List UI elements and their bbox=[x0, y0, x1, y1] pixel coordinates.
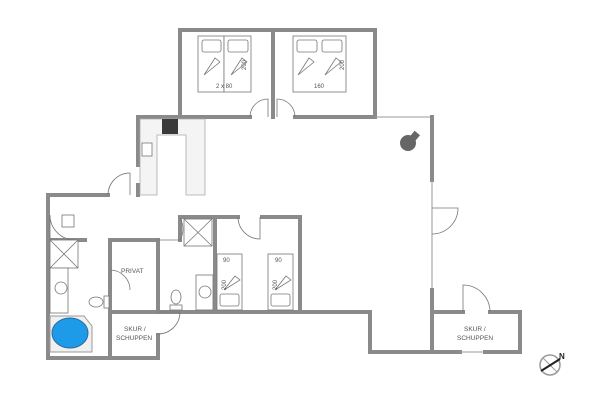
toilet-icon bbox=[170, 289, 182, 305]
room-label-shed: SCHUPPEN bbox=[116, 335, 152, 342]
bed-length-label: 200 bbox=[242, 59, 248, 70]
bed-length-label: 200 bbox=[222, 279, 228, 290]
bed-double-2x80: 2 x 80 200 bbox=[197, 35, 252, 93]
bed-length-label: 200 bbox=[340, 59, 346, 70]
bed-single: 90 200 bbox=[216, 253, 243, 311]
kitchen-sink-icon bbox=[141, 142, 153, 157]
bed-width-label: 90 bbox=[275, 258, 282, 264]
bed-width-label: 2 x 80 bbox=[216, 84, 233, 90]
room-label-shed-right: SCHUPPEN bbox=[457, 335, 493, 342]
toilet-icon bbox=[88, 296, 104, 308]
compass-icon: N bbox=[539, 352, 565, 376]
bed-width-label: 160 bbox=[314, 84, 325, 90]
stove-icon bbox=[162, 119, 178, 134]
bed-width-label: 90 bbox=[223, 258, 230, 264]
room-label-shed: SKUR / bbox=[124, 326, 146, 333]
doors bbox=[49, 98, 491, 335]
walls bbox=[46, 28, 522, 360]
bed-double-160: 160 200 bbox=[292, 35, 347, 93]
bathtub-icon bbox=[51, 317, 89, 349]
room-label-shed-right: SKUR / bbox=[464, 326, 486, 333]
kitchen bbox=[139, 118, 206, 196]
bed-length-label: 200 bbox=[273, 279, 279, 290]
sink-icon bbox=[54, 281, 68, 295]
bathroom-middle bbox=[169, 218, 214, 311]
sink-icon bbox=[198, 285, 212, 299]
north-label: N bbox=[559, 352, 565, 361]
room-label-privat: PRIVAT bbox=[121, 268, 144, 275]
bed-single: 90 200 bbox=[267, 253, 294, 311]
fireplace-icon bbox=[400, 130, 420, 151]
bathroom-left bbox=[49, 214, 110, 353]
